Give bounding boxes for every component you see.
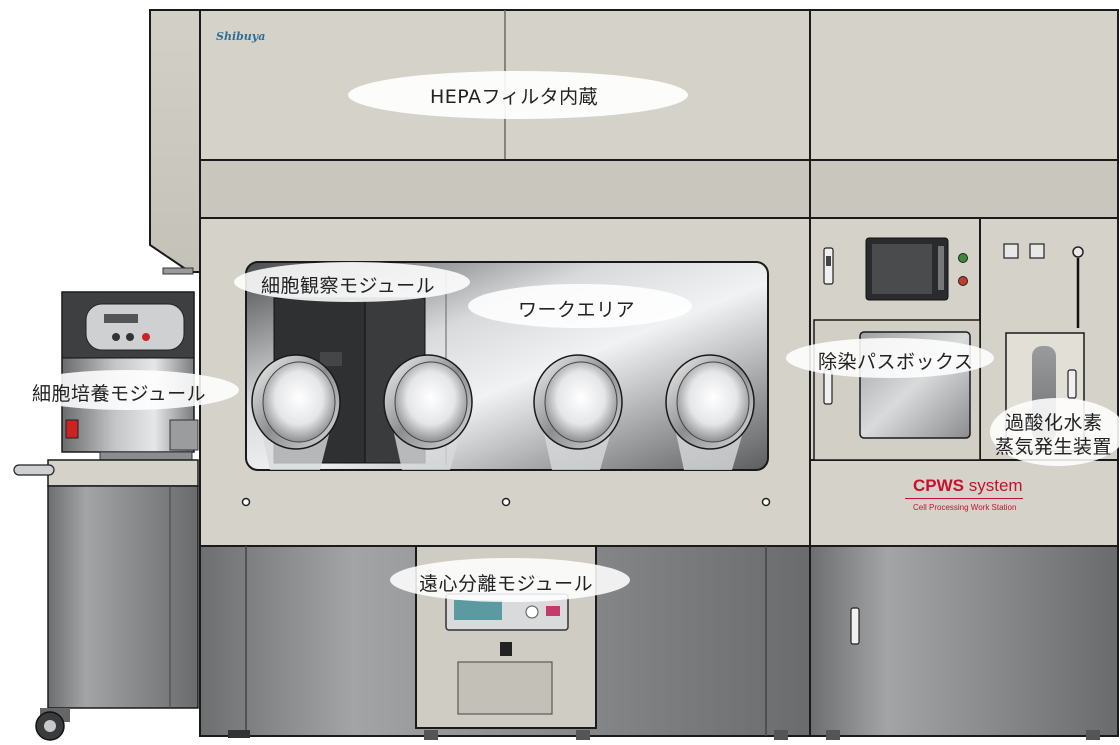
upper-band	[199, 159, 1119, 219]
label-culture-module: 細胞培養モジュール	[32, 383, 207, 405]
hepa-panel	[199, 9, 1119, 161]
label-h2o2-line1: 過酸化水素	[1005, 412, 1103, 434]
product-title-suffix: system	[968, 476, 1023, 495]
touch-panel	[823, 237, 968, 301]
label-observation-module: 細胞観察モジュール	[261, 275, 436, 297]
product-title-rule	[905, 498, 1023, 499]
glove-ports	[251, 354, 755, 470]
label-glow	[234, 262, 470, 302]
label-glow	[348, 71, 688, 119]
lower-cabinet	[199, 545, 1119, 737]
glove-port-2	[383, 354, 473, 470]
feet	[228, 730, 1100, 740]
label-glow	[15, 370, 239, 410]
label-glow	[390, 558, 630, 602]
glove-port-4	[665, 354, 755, 470]
screws	[241, 497, 771, 507]
label-glow	[468, 284, 692, 328]
label-decon-passbox: 除染パスボックス	[818, 351, 974, 373]
product-title: CPWS system	[913, 476, 1023, 496]
product-title-main: CPWS	[913, 476, 964, 495]
label-hepa-filter: HEPAフィルタ内蔵	[430, 86, 599, 108]
label-centrifuge-module: 遠心分離モジュール	[419, 573, 594, 595]
label-work-area: ワークエリア	[518, 299, 636, 321]
product-subtitle: Cell Processing Work Station	[913, 503, 1017, 512]
glove-port-1	[251, 354, 341, 470]
glove-port-3	[533, 354, 623, 470]
label-glow	[786, 338, 994, 378]
label-h2o2-line2: 蒸気発生装置	[995, 436, 1113, 458]
culture-cart	[13, 459, 199, 741]
left-duct	[149, 9, 204, 275]
label-glow	[990, 398, 1120, 466]
brand-logo: Shibuya	[216, 30, 266, 43]
